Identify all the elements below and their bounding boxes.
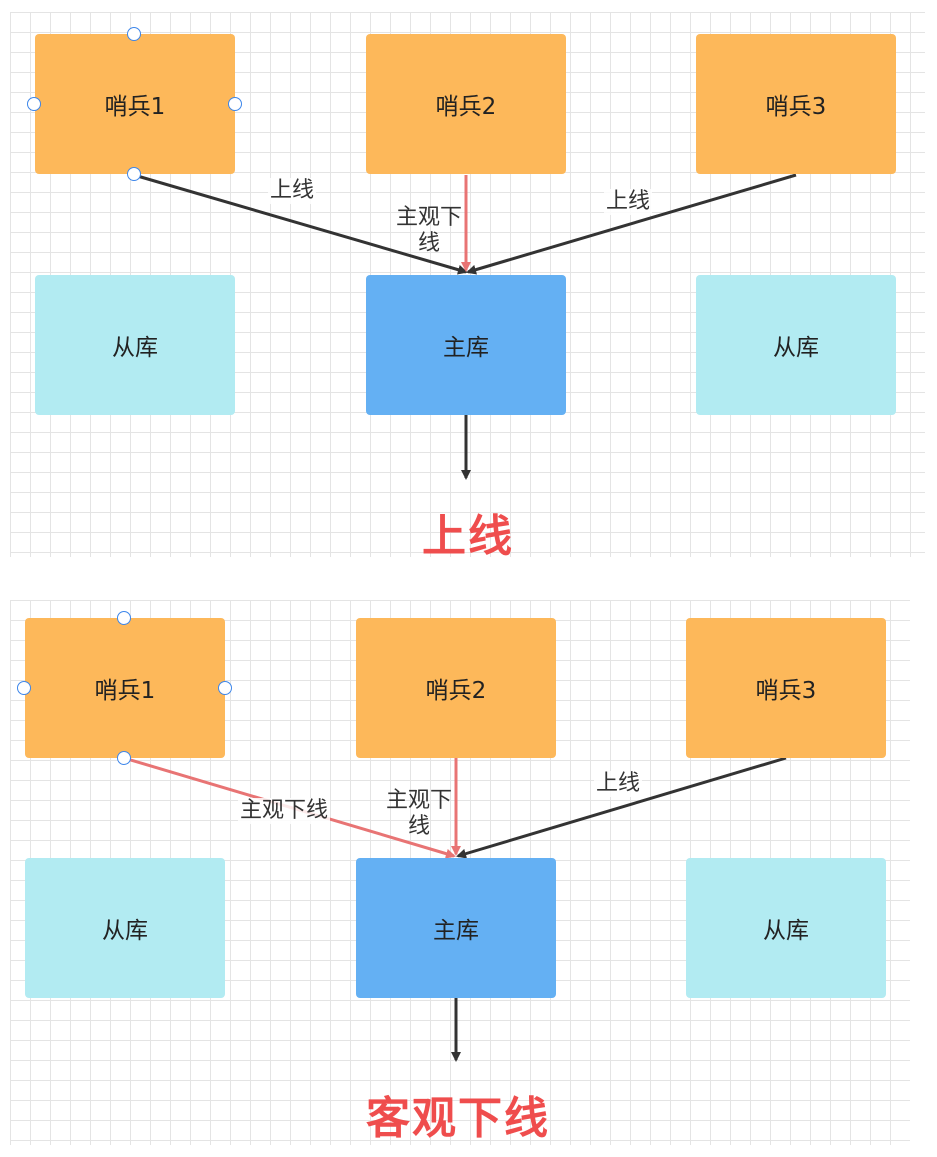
selection-handle-bottom[interactable] (127, 167, 141, 181)
selection-handle-right[interactable] (218, 681, 232, 695)
node-label: 主库 (433, 918, 479, 944)
edges-layer (133, 173, 797, 480)
slave-left[interactable]: 从库 (35, 275, 235, 415)
node-label: 哨兵3 (755, 678, 817, 704)
sentinel-2[interactable]: 哨兵2 (356, 618, 556, 758)
node-label: 哨兵2 (425, 678, 487, 704)
sentinel-1[interactable]: 哨兵1 (35, 34, 235, 174)
edge-label-s3: 上线 (604, 189, 653, 215)
state-caption: 上线 (422, 511, 514, 562)
edge-label-s1: 主观下线 (238, 798, 331, 824)
edge-label-s2: 主观下线 (385, 788, 452, 839)
node-label: 从库 (112, 335, 158, 361)
node-label: 哨兵3 (765, 94, 827, 120)
node-label: 从库 (102, 918, 148, 944)
master[interactable]: 主库 (366, 275, 566, 415)
edge-label-s2: 主观下线 (395, 205, 462, 256)
selection-handle-right[interactable] (228, 97, 242, 111)
slave-right[interactable]: 从库 (696, 275, 896, 415)
edge-label-s3: 上线 (594, 771, 643, 797)
state-caption: 客观下线 (366, 1093, 550, 1144)
selection-handle-top[interactable] (117, 611, 131, 625)
node-label: 主库 (443, 335, 489, 361)
edge-sentinel3-master[interactable] (466, 173, 797, 275)
edge-sentinel1-master[interactable] (133, 173, 468, 275)
node-label: 哨兵2 (435, 94, 497, 120)
master[interactable]: 主库 (356, 858, 556, 998)
slave-left[interactable]: 从库 (25, 858, 225, 998)
diagram-objective-down: 哨兵1 哨兵2 哨兵3 从库 主库 从库 主观下线 主观下线 上线 客观下线 (0, 590, 937, 1157)
selection-handle-left[interactable] (27, 97, 41, 111)
diagram-online: 哨兵1 哨兵2 哨兵3 从库 主库 从库 上线 主观下线 上线 上线 (0, 0, 937, 562)
sentinel-3[interactable]: 哨兵3 (686, 618, 886, 758)
edge-label-s1: 上线 (268, 178, 317, 204)
sentinel-1[interactable]: 哨兵1 (25, 618, 225, 758)
selection-handle-top[interactable] (127, 27, 141, 41)
node-label: 哨兵1 (94, 678, 156, 704)
selection-handle-bottom[interactable] (117, 751, 131, 765)
sentinel-2[interactable]: 哨兵2 (366, 34, 566, 174)
sentinel-3[interactable]: 哨兵3 (696, 34, 896, 174)
node-label: 哨兵1 (104, 94, 166, 120)
edge-sentinel3-master[interactable] (456, 756, 787, 859)
slave-right[interactable]: 从库 (686, 858, 886, 998)
node-label: 从库 (763, 918, 809, 944)
selection-handle-left[interactable] (17, 681, 31, 695)
node-label: 从库 (773, 335, 819, 361)
